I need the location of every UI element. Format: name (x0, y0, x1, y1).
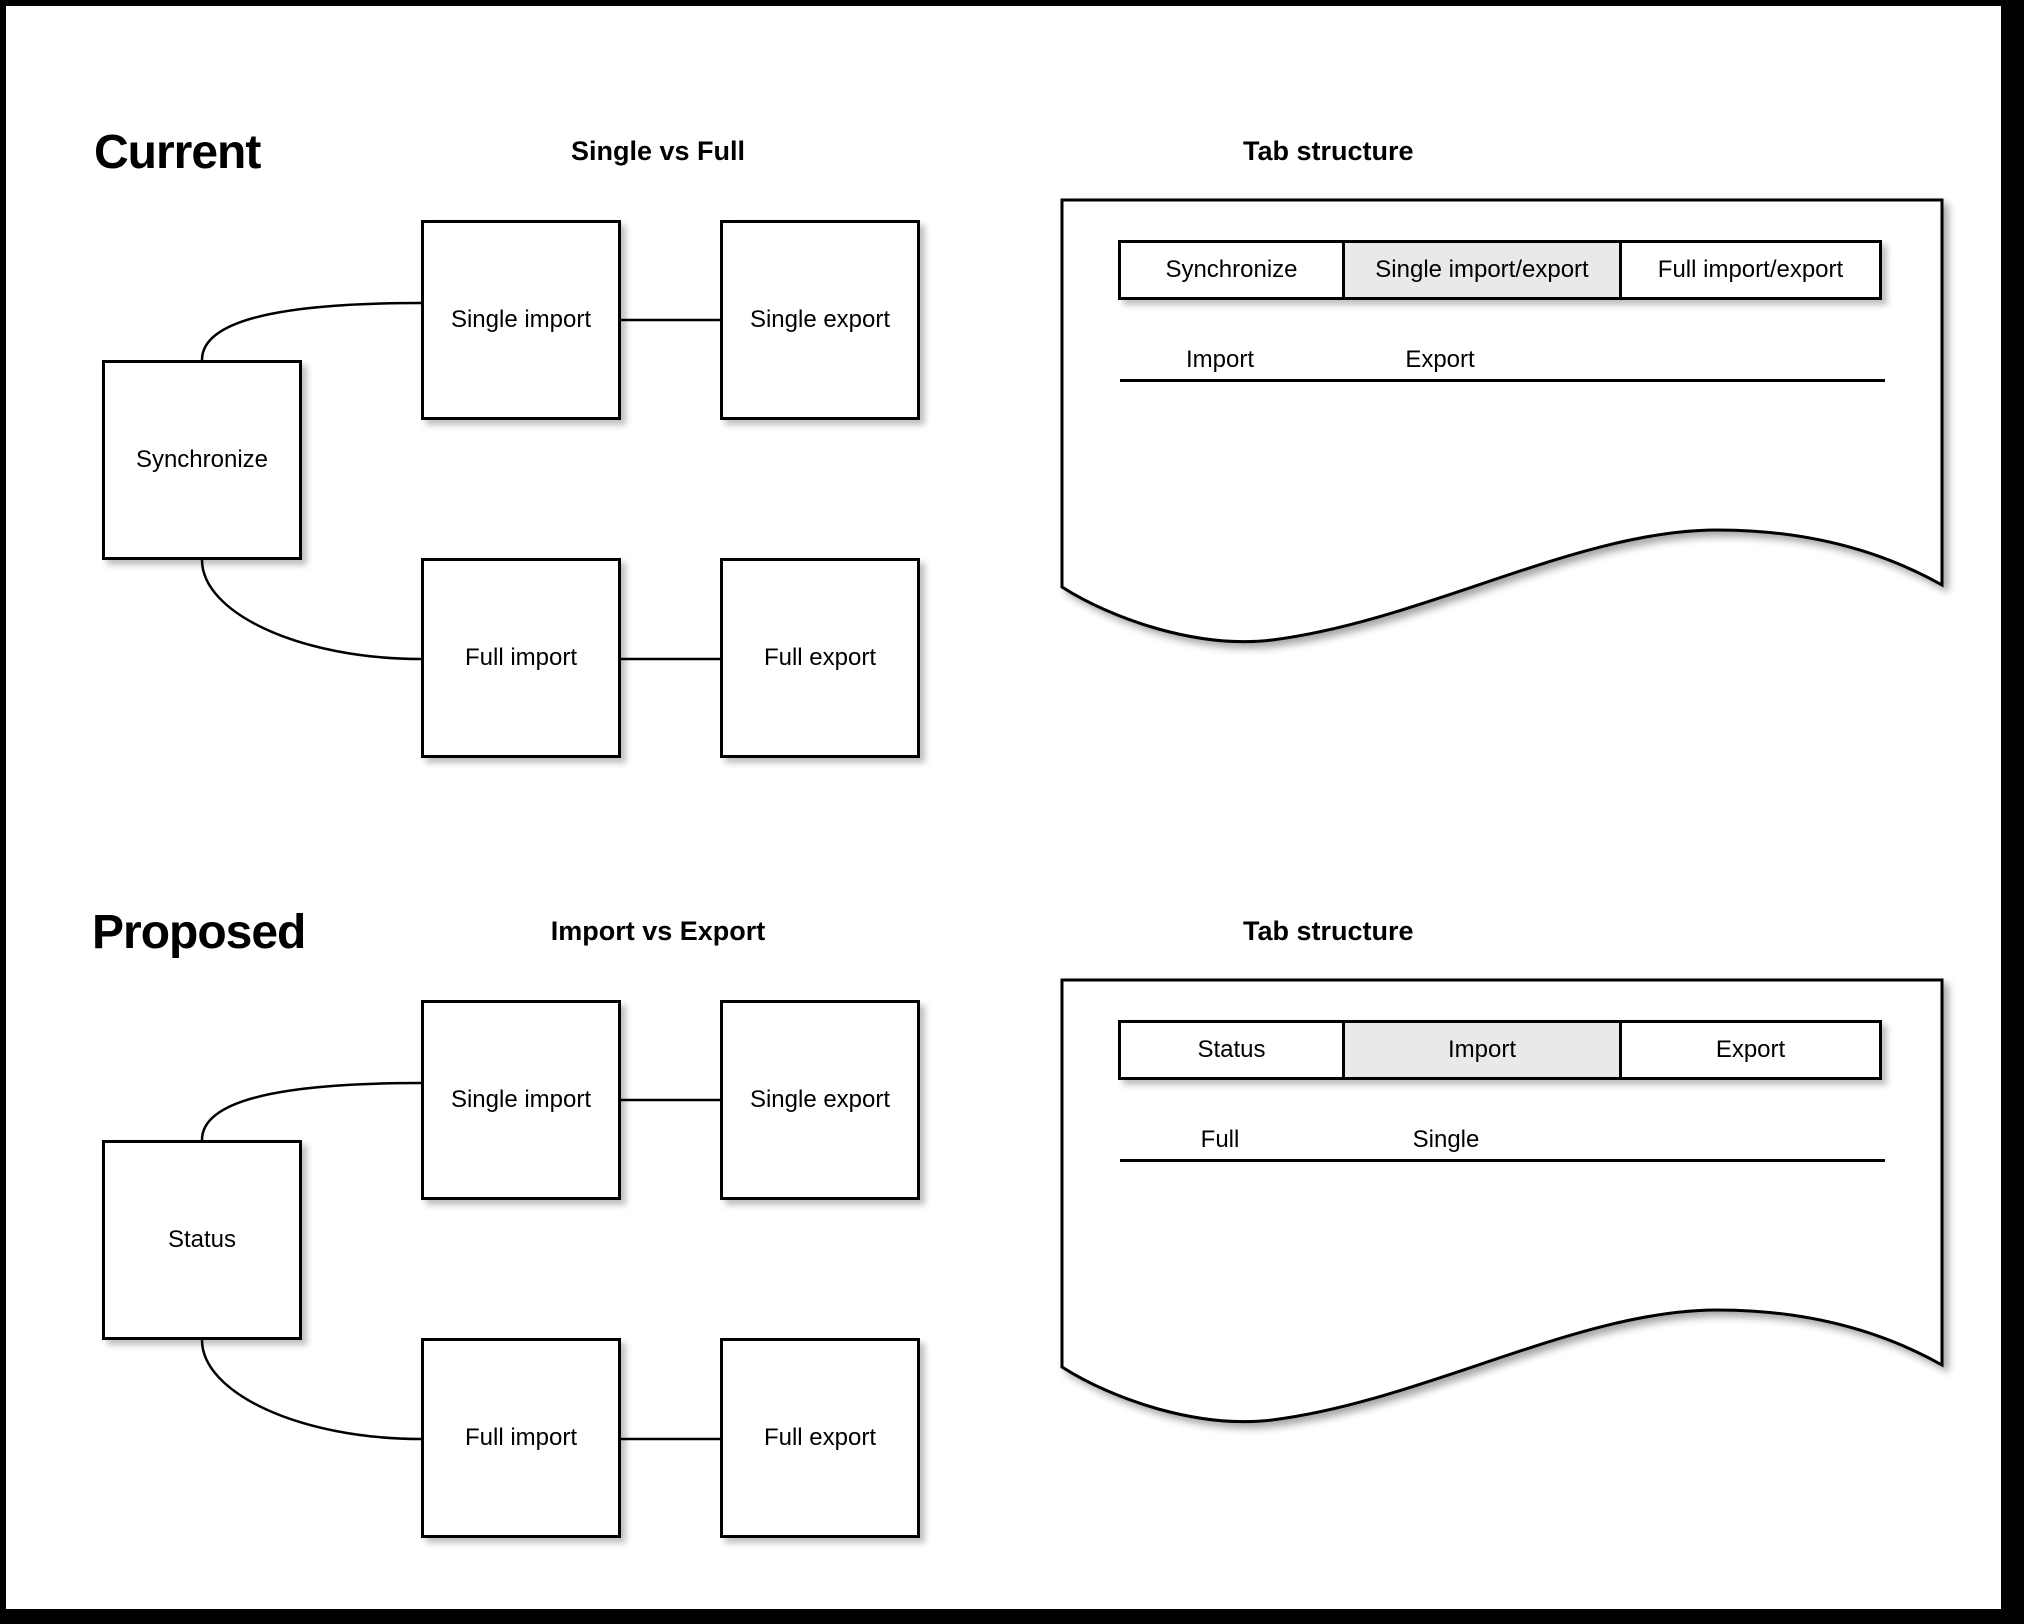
tab-import: Import (1345, 1023, 1622, 1077)
flow-box-synchronize: Synchronize (102, 360, 302, 560)
connector-synchronize-to-single-import (200, 301, 422, 361)
content-underline-proposed (1120, 1159, 1885, 1162)
proposed-heading: Proposed (92, 906, 306, 959)
flow-box-single-import-proposed: Single import (421, 1000, 621, 1200)
current-panel-title: Tab structure (1243, 136, 1414, 166)
tab-single-import-export: Single import/export (1345, 243, 1622, 297)
proposed-flow-title: Import vs Export (550, 916, 766, 946)
content-tab-import-current: Import (1185, 346, 1254, 373)
connector-status-to-full-import (200, 1339, 422, 1441)
tab-status: Status (1121, 1023, 1345, 1077)
flow-box-full-import-proposed: Full import (421, 1338, 621, 1538)
flow-box-single-export-current: Single export (720, 220, 920, 420)
current-tab-panel-shape (1060, 198, 1944, 644)
content-tab-single-proposed: Single (1412, 1126, 1480, 1153)
connector-synchronize-to-full-import (200, 559, 422, 661)
flow-box-full-export-current: Full export (720, 558, 920, 758)
flow-box-status: Status (102, 1140, 302, 1340)
current-flow-title: Single vs Full (570, 136, 746, 166)
proposed-tab-panel-shape (1060, 978, 1944, 1424)
flow-box-full-export-proposed: Full export (720, 1338, 920, 1538)
tab-full-import-export: Full import/export (1657, 256, 1844, 283)
content-tab-full-proposed: Full (1200, 1126, 1240, 1153)
proposed-panel-title: Tab structure (1243, 916, 1414, 946)
flow-box-single-export-proposed: Single export (720, 1000, 920, 1200)
tab-export: Export (1715, 1036, 1786, 1063)
content-underline-current (1120, 379, 1885, 382)
flow-box-full-import-current: Full import (421, 558, 621, 758)
connector-status-to-single-import (200, 1081, 422, 1141)
tab-synchronize: Synchronize (1121, 243, 1345, 297)
current-heading: Current (94, 126, 261, 179)
content-tab-export-current: Export (1405, 346, 1475, 373)
flow-box-single-import-current: Single import (421, 220, 621, 420)
proposed-tabbar: Status Import Export (1118, 1020, 1882, 1080)
current-tabbar: Synchronize Single import/export Full im… (1118, 240, 1882, 300)
